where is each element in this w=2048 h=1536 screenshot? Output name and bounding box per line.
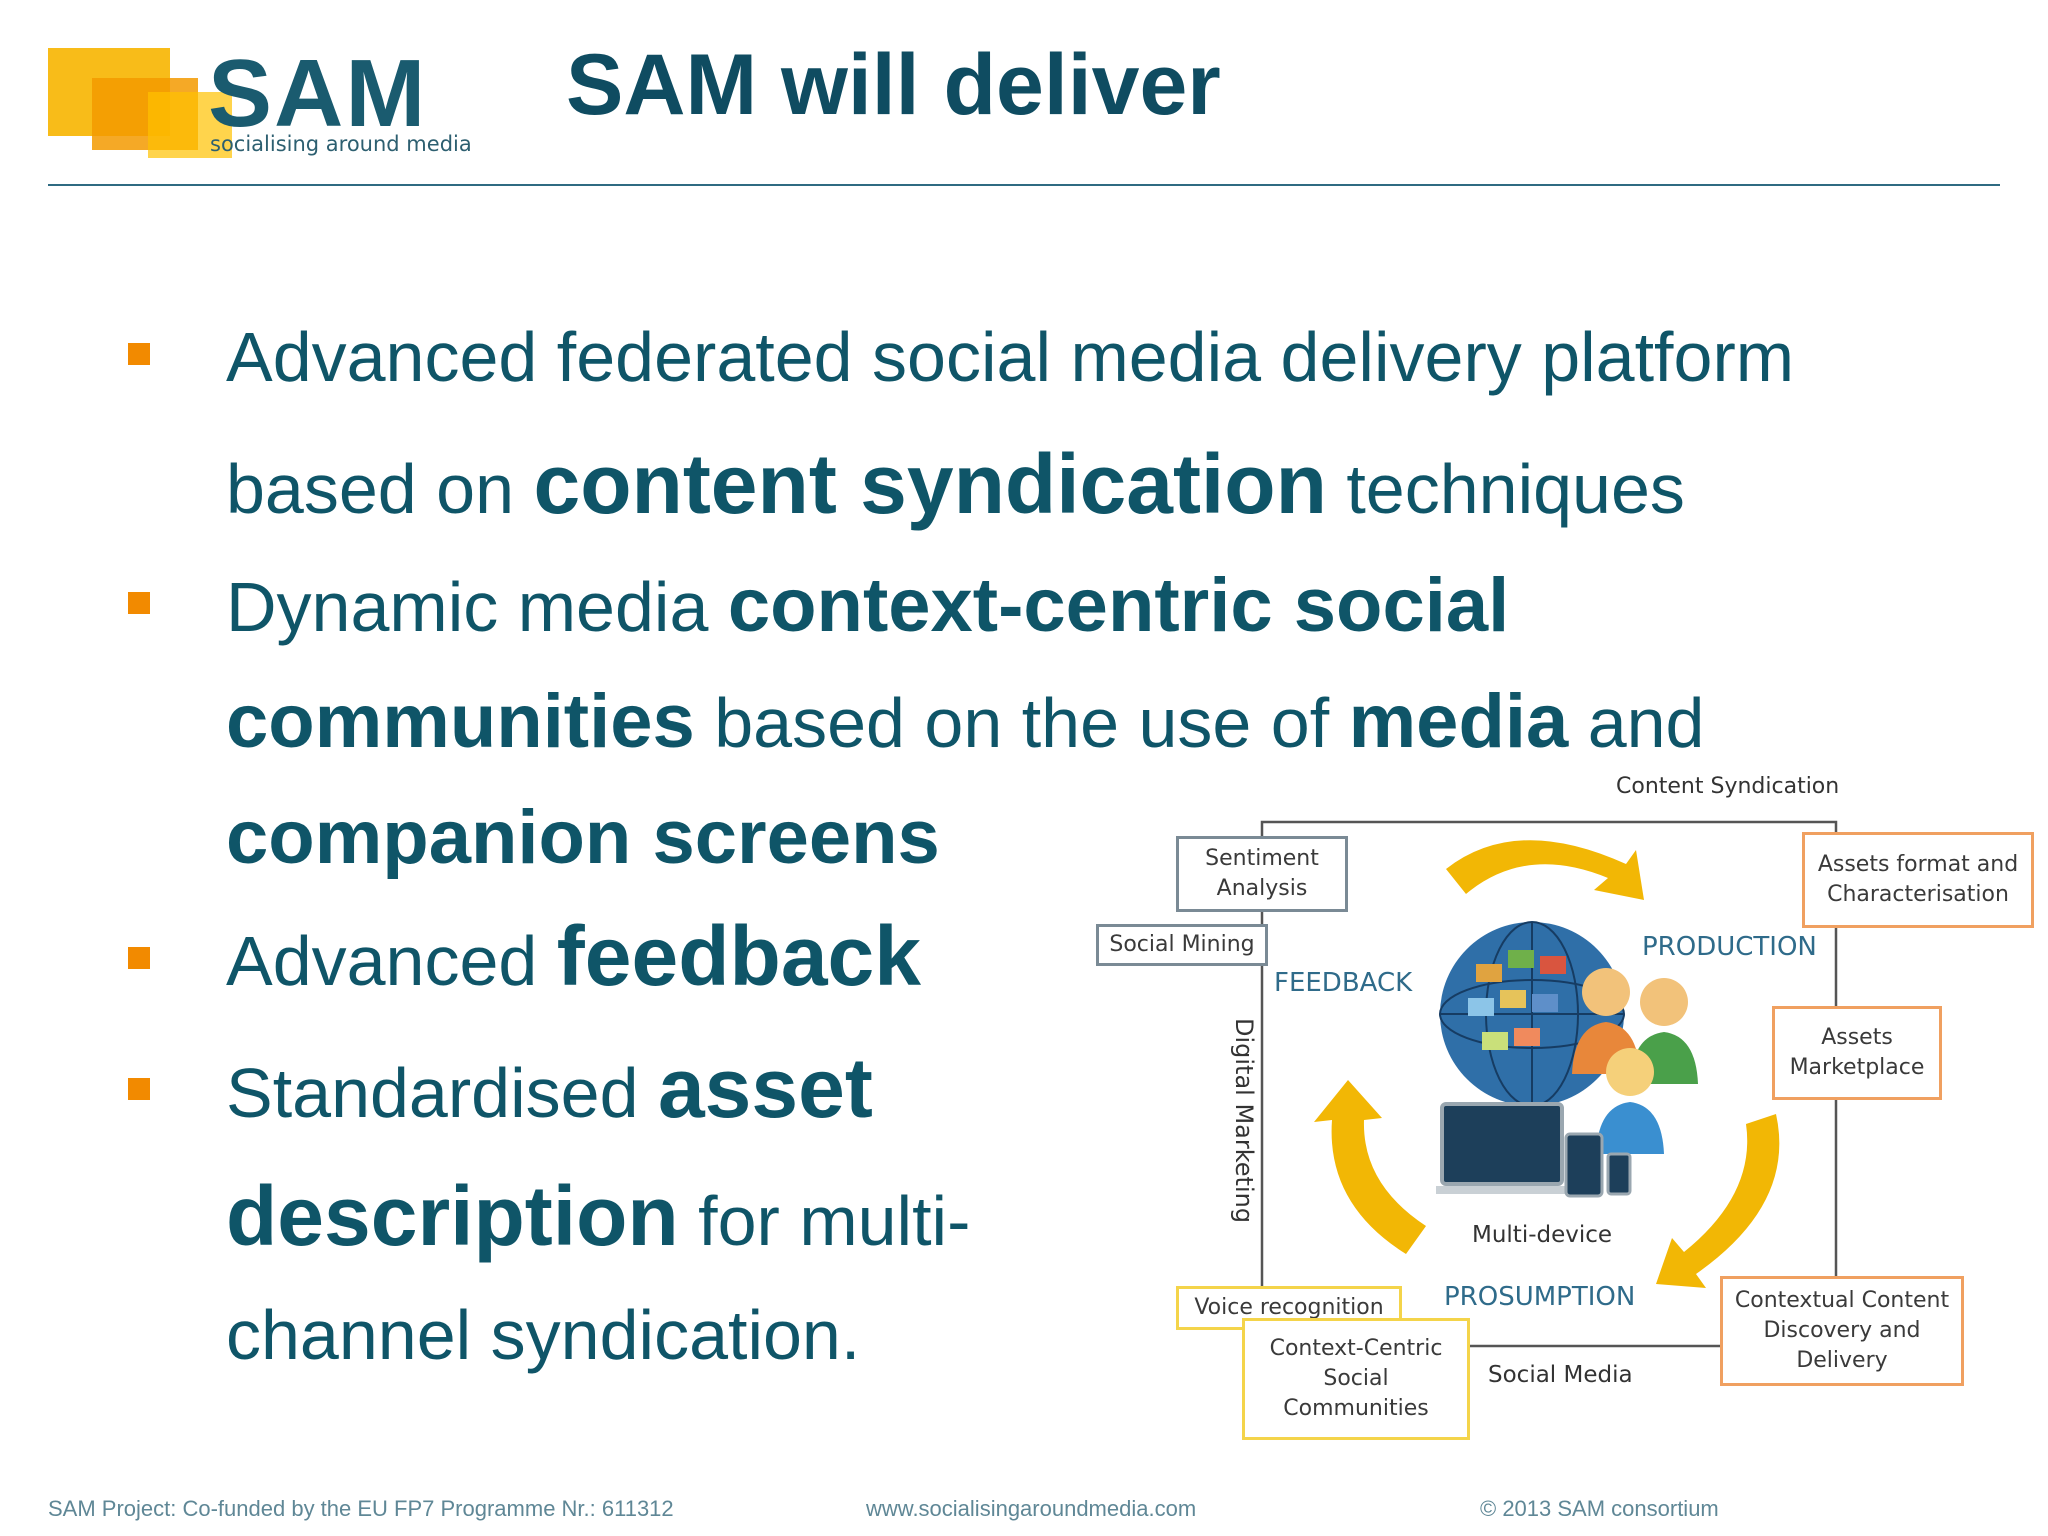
bullet-emphasis: feedback — [556, 909, 921, 1003]
bullet-line: companion screens — [226, 800, 940, 876]
slide-title: SAM will deliver — [566, 37, 1221, 133]
bullet-line: description for multi- — [226, 1174, 970, 1258]
box-social-mining: Social Mining — [1096, 924, 1268, 966]
people-icon — [1572, 968, 1698, 1154]
sam-logo: SAM socialising around media — [48, 40, 472, 158]
box-assets-marketplace: Assets Marketplace — [1772, 1006, 1942, 1100]
bullet-emphasis: communities — [226, 679, 695, 764]
logo-word: SAM — [208, 40, 428, 147]
bullet-emphasis: description — [226, 1169, 679, 1263]
bullet-text: channel syndication. — [226, 1296, 861, 1374]
bullet-emphasis: asset — [657, 1041, 873, 1135]
multi-device-icon — [1436, 1102, 1632, 1198]
bullet-text: Standardised — [226, 1054, 658, 1132]
label-prosumption: PROSUMPTION — [1444, 1282, 1636, 1312]
bullet-square-icon — [128, 592, 150, 614]
bullet-text: Advanced federated social media delivery… — [226, 318, 1795, 396]
box-assets-format: Assets format and Characterisation — [1802, 832, 2034, 928]
bullet-square-icon — [128, 1078, 150, 1100]
footer-funding: SAM Project: Co-funded by the EU FP7 Pro… — [48, 1496, 674, 1521]
bullet-square-icon — [128, 947, 150, 969]
label-production: PRODUCTION — [1642, 932, 1817, 962]
bullet-line: communities based on the use of media an… — [226, 684, 1705, 760]
bullet-line: Standardised asset — [226, 1046, 873, 1130]
bullet-text: Dynamic media — [226, 568, 728, 646]
bullet-line: Advanced feedback — [226, 914, 921, 998]
footer-website-link[interactable]: www.socialisingaroundmedia.com — [866, 1496, 1197, 1521]
bullet-text: for multi- — [678, 1182, 971, 1260]
bullet-text: techniques — [1326, 450, 1685, 528]
bullet-text: based on the use of — [694, 684, 1349, 762]
arrow-feedback-icon — [1314, 1080, 1426, 1254]
logo-tagline: socialising around media — [210, 132, 472, 156]
bullet-text: Advanced — [226, 922, 557, 1000]
label-social-media: Social Media — [1488, 1362, 1633, 1388]
box-context-centric-communities: Context-Centric Social Communities — [1242, 1318, 1470, 1440]
bullet-line: based on content syndication techniques — [226, 442, 1685, 526]
bullet-emphasis: context-centric social — [727, 563, 1510, 648]
label-multi-device: Multi-device — [1472, 1222, 1613, 1248]
arrow-prosumption-icon — [1656, 1114, 1780, 1288]
bullet-emphasis: content syndication — [533, 437, 1327, 531]
bullet-line: channel syndication. — [226, 1300, 860, 1370]
bullet-line: Advanced federated social media delivery… — [226, 322, 1794, 392]
bullet-square-icon — [128, 343, 150, 365]
label-content-syndication: Content Syndication — [1616, 774, 1840, 799]
label-digital-marketing: Digital Marketing — [1230, 1018, 1258, 1224]
bullet-text: based on — [226, 450, 534, 528]
box-sentiment-analysis: Sentiment Analysis — [1176, 836, 1348, 912]
label-feedback: FEEDBACK — [1274, 968, 1413, 998]
arrow-production-icon — [1446, 840, 1644, 900]
bullet-text: and — [1568, 684, 1705, 762]
footer-copyright: © 2013 SAM consortium — [1480, 1496, 1719, 1521]
header-divider — [48, 184, 2000, 186]
media-tiles — [1468, 950, 1566, 1050]
bullet-emphasis: companion screens — [226, 795, 940, 880]
box-contextual-content: Contextual Content Discovery and Deliver… — [1720, 1276, 1964, 1386]
bullet-line: Dynamic media context-centric social — [226, 568, 1509, 644]
sam-lifecycle-diagram: Content Syndication Sentiment Analysis S… — [1096, 774, 2036, 1444]
bullet-emphasis: media — [1348, 679, 1569, 764]
logo-square-icon — [148, 92, 232, 158]
